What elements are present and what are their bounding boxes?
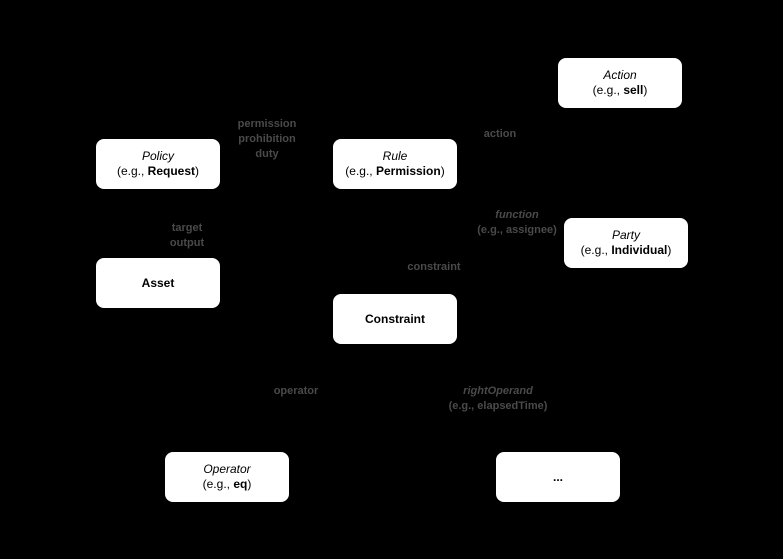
edge-label-rule-party-eg-value: assignee — [505, 224, 554, 236]
node-constraint-title: Constraint — [365, 311, 425, 326]
node-operator-eg-value: eq — [233, 477, 248, 491]
edge-label-policy-asset-line2: output — [169, 237, 205, 249]
node-operator-eg-suffix: ) — [247, 477, 252, 491]
node-action-example: (e.g., sell) — [593, 83, 648, 98]
node-party-eg-prefix: (e.g., — [580, 243, 612, 257]
node-action-eg-value: sell — [623, 83, 644, 97]
node-asset-title: Asset — [141, 275, 175, 290]
edge-label-constraint-rightoperand-eg-suffix: ) — [543, 400, 548, 412]
node-policy-eg-suffix: ) — [195, 164, 200, 178]
edge-label-rule-action: action — [483, 128, 517, 140]
edge-label-constraint-rightoperand-eg-prefix: (e.g., — [448, 400, 478, 412]
edge-label-policy-rule-line1: permission — [237, 118, 297, 130]
edge-label-rule-party-eg-prefix: (e.g., — [477, 224, 506, 236]
node-action: Action (e.g., sell) — [558, 58, 682, 108]
edge-label-rule-party-eg-suffix: ) — [553, 224, 557, 236]
node-operator: Operator (e.g., eq) — [165, 452, 289, 502]
node-party-example: (e.g., Individual) — [581, 243, 672, 258]
node-operator-eg-prefix: (e.g., — [202, 477, 234, 491]
edge-label-constraint-rightoperand-line1: rightOperand — [463, 385, 533, 397]
edge-label-constraint-rightoperand-eg-value: elapsedTime — [477, 400, 544, 412]
node-action-title: Action — [603, 68, 637, 82]
node-action-eg-suffix: ) — [643, 83, 648, 97]
edge-label-constraint-rightoperand-line2: (e.g., elapsedTime) — [449, 399, 548, 414]
node-rule-eg-suffix: ) — [440, 164, 445, 178]
node-rule: Rule (e.g., Permission) — [333, 139, 457, 189]
node-policy-title: Policy — [141, 149, 174, 163]
node-rule-eg-prefix: (e.g., — [345, 164, 376, 178]
node-rule-title: Rule — [382, 149, 408, 163]
edge-label-rule-party-line2: (e.g., assignee) — [477, 223, 557, 238]
node-party-eg-suffix: ) — [667, 243, 672, 257]
node-operator-example: (e.g., eq) — [203, 477, 252, 492]
node-policy-example: (e.g., Request) — [117, 164, 199, 179]
node-action-eg-prefix: (e.g., — [592, 83, 624, 97]
node-policy-eg-value: Request — [147, 164, 196, 178]
edge-label-rule-party: function (e.g., assignee) — [477, 208, 557, 238]
edge-label-policy-rule-line2: prohibition — [238, 133, 296, 145]
node-policy-eg-prefix: (e.g., — [116, 164, 148, 178]
edge-label-policy-asset-line1: target — [171, 222, 203, 234]
edge-label-constraint-rightoperand: rightOperand (e.g., elapsedTime) — [449, 384, 548, 414]
node-right-operand-ellipsis: ... — [496, 452, 620, 502]
node-constraint: Constraint — [333, 294, 457, 344]
node-asset: Asset — [96, 258, 220, 308]
node-party: Party (e.g., Individual) — [564, 218, 688, 268]
node-policy: Policy (e.g., Request) — [96, 139, 220, 189]
edge-label-policy-asset: target output — [170, 221, 204, 251]
node-party-title: Party — [611, 228, 640, 242]
node-right-operand-ellipsis-title: ... — [552, 469, 563, 484]
edge-label-constraint-operator: operator — [273, 385, 319, 397]
edge-label-policy-rule: permission prohibition duty — [238, 117, 297, 162]
edge-label-policy-rule-line3: duty — [255, 148, 279, 160]
node-rule-example: (e.g., Permission) — [345, 164, 444, 179]
node-rule-eg-value: Permission — [375, 164, 441, 178]
edge-label-rule-constraint: constraint — [407, 261, 461, 273]
edge-label-rule-party-line1: function — [495, 209, 539, 221]
node-party-eg-value: Individual — [611, 243, 668, 257]
node-operator-title: Operator — [203, 462, 251, 476]
